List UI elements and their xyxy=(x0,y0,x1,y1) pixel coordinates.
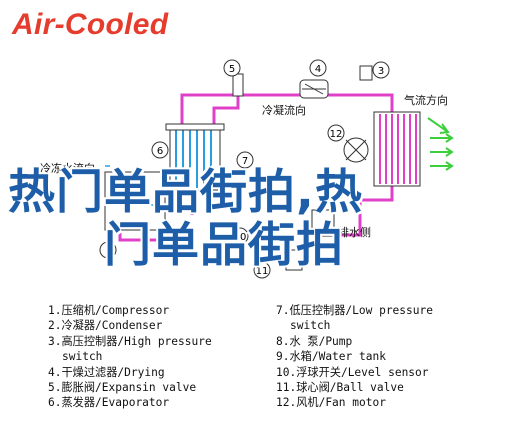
legend-item: 10.浮球开关/Level sensor xyxy=(276,365,429,379)
svg-text:9: 9 xyxy=(105,246,111,257)
legend-item: 5.膨胀阀/Expansin valve xyxy=(48,381,197,395)
svg-text:5: 5 xyxy=(229,64,235,75)
label-cond-flow: 冷凝流向 xyxy=(262,103,306,117)
components xyxy=(232,65,373,271)
svg-text:6: 6 xyxy=(157,146,163,157)
legend-item: 4.干燥过滤器/Drying xyxy=(48,365,165,379)
marker-5: 5 xyxy=(223,59,241,77)
svg-text:3: 3 xyxy=(378,66,384,77)
water-tank xyxy=(104,171,166,231)
label-air-flow: 气流方向 xyxy=(404,93,448,107)
svg-text:11: 11 xyxy=(256,266,269,277)
marker-10: 10 xyxy=(231,227,249,245)
marker-12: 12 xyxy=(327,124,345,142)
marker-9: 9 xyxy=(99,241,117,259)
svg-text:12: 12 xyxy=(330,129,343,140)
legend-item: 11.球心阀/Ball valve xyxy=(276,381,404,395)
legend-item: 6.蒸发器/Evaporator xyxy=(48,396,170,410)
svg-text:4: 4 xyxy=(315,64,321,75)
label-freeze-flow: 冷冻水流向 xyxy=(40,161,95,175)
number-markers: 5 4 3 12 6 7 9 10 11 xyxy=(99,59,390,279)
condenser-coil xyxy=(373,111,421,187)
label-drain: 排水侧 xyxy=(338,225,371,239)
svg-text:7: 7 xyxy=(242,156,248,167)
overlay-line-2: 门单品街拍 xyxy=(104,218,344,273)
legend-item: 12.风机/Fan motor xyxy=(276,396,386,410)
marker-7: 7 xyxy=(236,151,254,169)
marker-4: 4 xyxy=(309,59,327,77)
evaporator-unit xyxy=(165,123,225,191)
svg-text:10: 10 xyxy=(234,232,247,243)
overlay-watermark: 热门单品街拍,热 门单品街拍 xyxy=(0,160,508,280)
refrigeration-diagram: 冷凝流向 气流方向 冷冻水流向 排水侧 5 4 3 12 6 7 9 10 11 xyxy=(40,59,454,279)
marker-11: 11 xyxy=(253,261,271,279)
legend-item: 9.水箱/Water tank xyxy=(276,350,386,364)
marker-3: 3 xyxy=(372,61,390,79)
legend-item: 1.压缩机/Compressor xyxy=(48,304,170,317)
overlay-line-1: 热门单品街拍,热 xyxy=(8,165,363,220)
marker-6: 6 xyxy=(151,141,169,159)
legend-item: 8.水 泵/Pump xyxy=(276,334,353,348)
legend-item: 2.冷凝器/Condenser xyxy=(48,319,163,333)
legend-left: 1.压缩机/Compressor 2.冷凝器/Condenser 3.高压控制器… xyxy=(48,303,212,411)
diagram-title: Air-Cooled xyxy=(12,8,169,41)
air-flow-arrows xyxy=(427,117,454,171)
